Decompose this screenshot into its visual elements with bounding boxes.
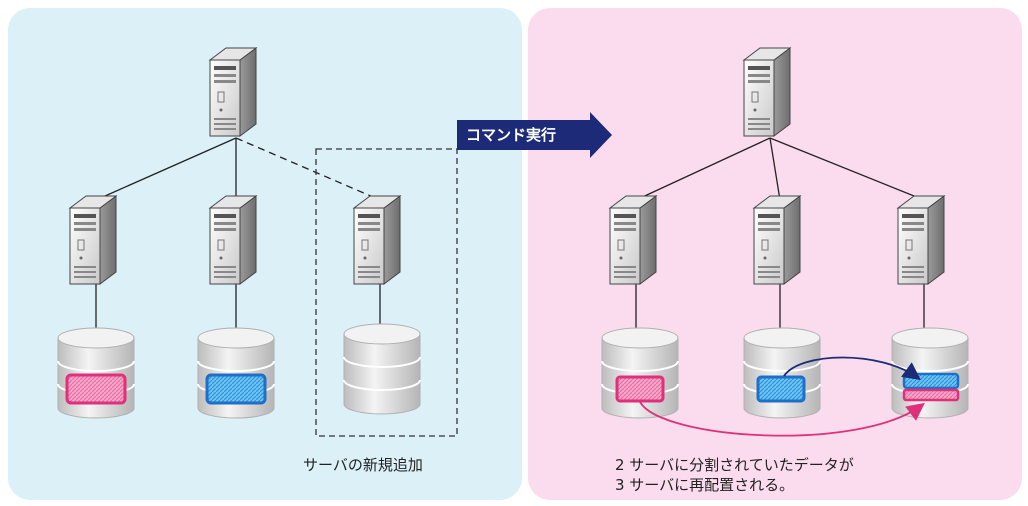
right-server-1-icon xyxy=(609,195,657,285)
right-top-server-icon xyxy=(743,47,791,137)
command-arrow xyxy=(457,112,612,158)
pink-relocation-arrow xyxy=(639,401,925,437)
right-database-1-icon xyxy=(601,327,679,419)
pink-data-remaining xyxy=(615,375,665,403)
moved-blue-data xyxy=(902,372,960,390)
caption-new-server: サーバの新規追加 xyxy=(303,456,423,474)
left-server-1-icon xyxy=(69,195,117,285)
blue-relocation-arrow xyxy=(783,356,921,381)
pink-data-block xyxy=(65,373,127,405)
new-server-highlight-box xyxy=(315,148,458,437)
left-links xyxy=(95,137,381,336)
left-new-server-icon xyxy=(353,195,401,285)
left-new-database-icon xyxy=(343,323,421,415)
blue-data-remaining xyxy=(756,375,806,403)
left-server-2-icon xyxy=(209,195,257,285)
left-top-server-icon xyxy=(209,47,257,137)
moved-pink-data xyxy=(902,388,960,402)
caption-line-1: 2 サーバに分割されていたデータが xyxy=(615,456,854,474)
command-label: コマンド実行 xyxy=(466,126,557,144)
caption-line-2: 3 サーバに再配置される。 xyxy=(615,476,795,494)
blue-data-block xyxy=(205,373,267,405)
caption-redistribution: 2 サーバに分割されていたデータが 3 サーバに再配置される。 xyxy=(615,455,854,495)
right-database-2-icon xyxy=(743,327,821,419)
right-server-2-icon xyxy=(753,195,801,285)
right-links xyxy=(635,137,925,336)
right-server-3-icon xyxy=(897,195,945,285)
